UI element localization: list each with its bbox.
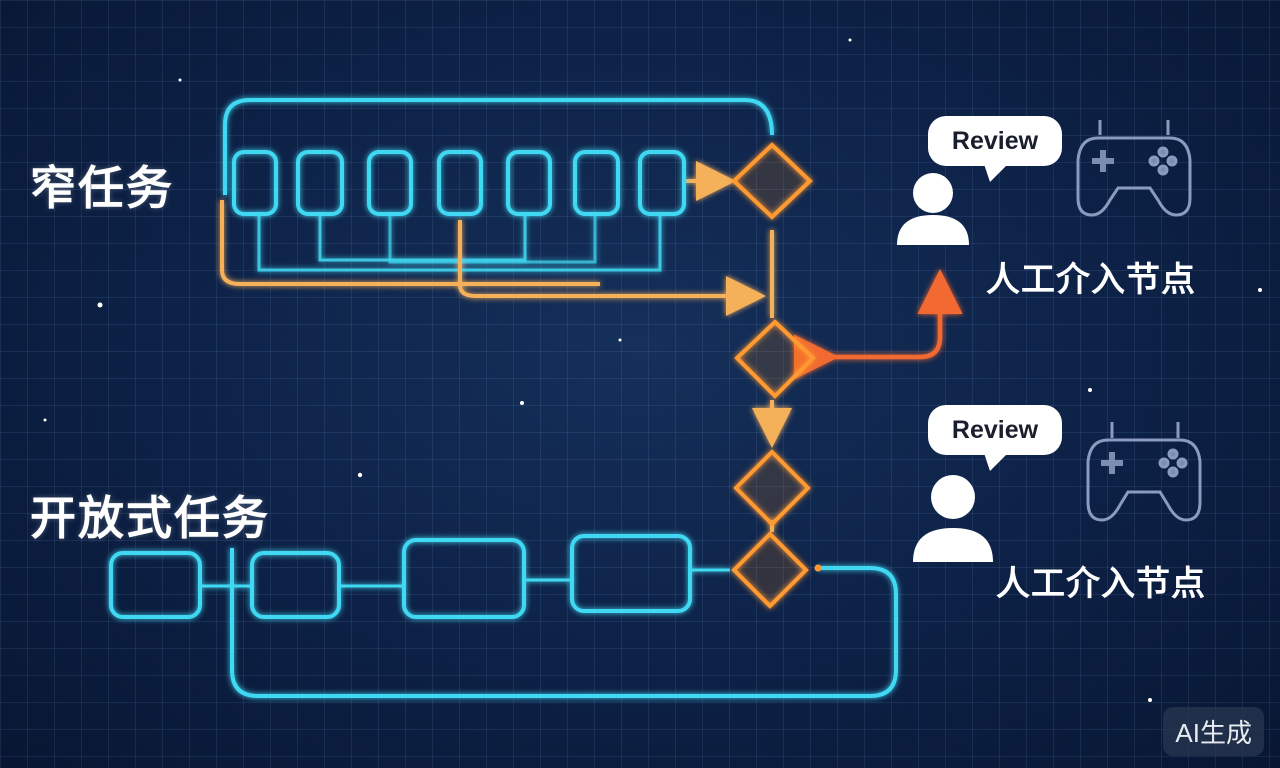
task-box xyxy=(296,150,344,216)
decision-diamond xyxy=(734,319,816,399)
ai-generated-watermark: AI生成 xyxy=(1163,707,1264,756)
narrow-task-label: 窄任务 xyxy=(30,161,174,215)
star-icon xyxy=(520,401,524,405)
star-icon xyxy=(618,338,622,342)
task-box xyxy=(367,150,413,216)
open-task-connectors xyxy=(200,548,898,698)
open-task-boxes xyxy=(109,534,692,619)
amber-line xyxy=(220,200,600,286)
star-icon xyxy=(848,38,852,42)
amber-arrow-line xyxy=(458,220,766,316)
task-box xyxy=(570,534,692,613)
review-speech-bubble: Review xyxy=(928,116,1062,182)
branch-line xyxy=(388,213,597,264)
branch-line xyxy=(318,213,527,262)
star-icon xyxy=(178,78,182,82)
review-speech-bubble: Review xyxy=(928,405,1062,471)
person-icon xyxy=(913,475,993,562)
decision-diamond xyxy=(733,449,811,527)
open-task-label: 开放式任务 xyxy=(30,491,270,545)
human-node-label: 人工介入节点 xyxy=(986,260,1196,300)
star-icon xyxy=(1148,698,1152,702)
open-loop-line xyxy=(230,548,898,698)
narrow-task-connectors xyxy=(220,98,963,532)
task-box xyxy=(250,551,341,619)
junction-dot xyxy=(814,564,822,572)
gamepad-icon xyxy=(1086,422,1202,522)
task-box xyxy=(109,551,202,619)
star-icon xyxy=(357,472,363,478)
task-box xyxy=(638,150,686,216)
task-box xyxy=(402,538,526,619)
human-node-label: 人工介入节点 xyxy=(996,564,1206,604)
decision-diamond xyxy=(731,142,813,220)
person-icon xyxy=(897,173,969,245)
narrow-task-boxes xyxy=(232,150,686,216)
review-text: Review xyxy=(951,415,1039,444)
star-icon xyxy=(1258,288,1262,292)
task-box xyxy=(437,150,483,216)
star-icon xyxy=(43,418,47,422)
star-icon xyxy=(97,302,103,308)
review-text: Review xyxy=(951,126,1039,155)
star-icon xyxy=(1088,388,1092,392)
task-box xyxy=(232,150,278,216)
decision-diamonds xyxy=(731,142,816,609)
decision-diamond xyxy=(731,531,809,609)
gamepad-icon xyxy=(1076,120,1192,217)
feedback-loop-line xyxy=(223,98,774,195)
star-field xyxy=(43,38,1262,702)
human-intervention-arrow xyxy=(794,269,963,380)
task-box xyxy=(573,150,620,216)
task-box xyxy=(506,150,552,216)
